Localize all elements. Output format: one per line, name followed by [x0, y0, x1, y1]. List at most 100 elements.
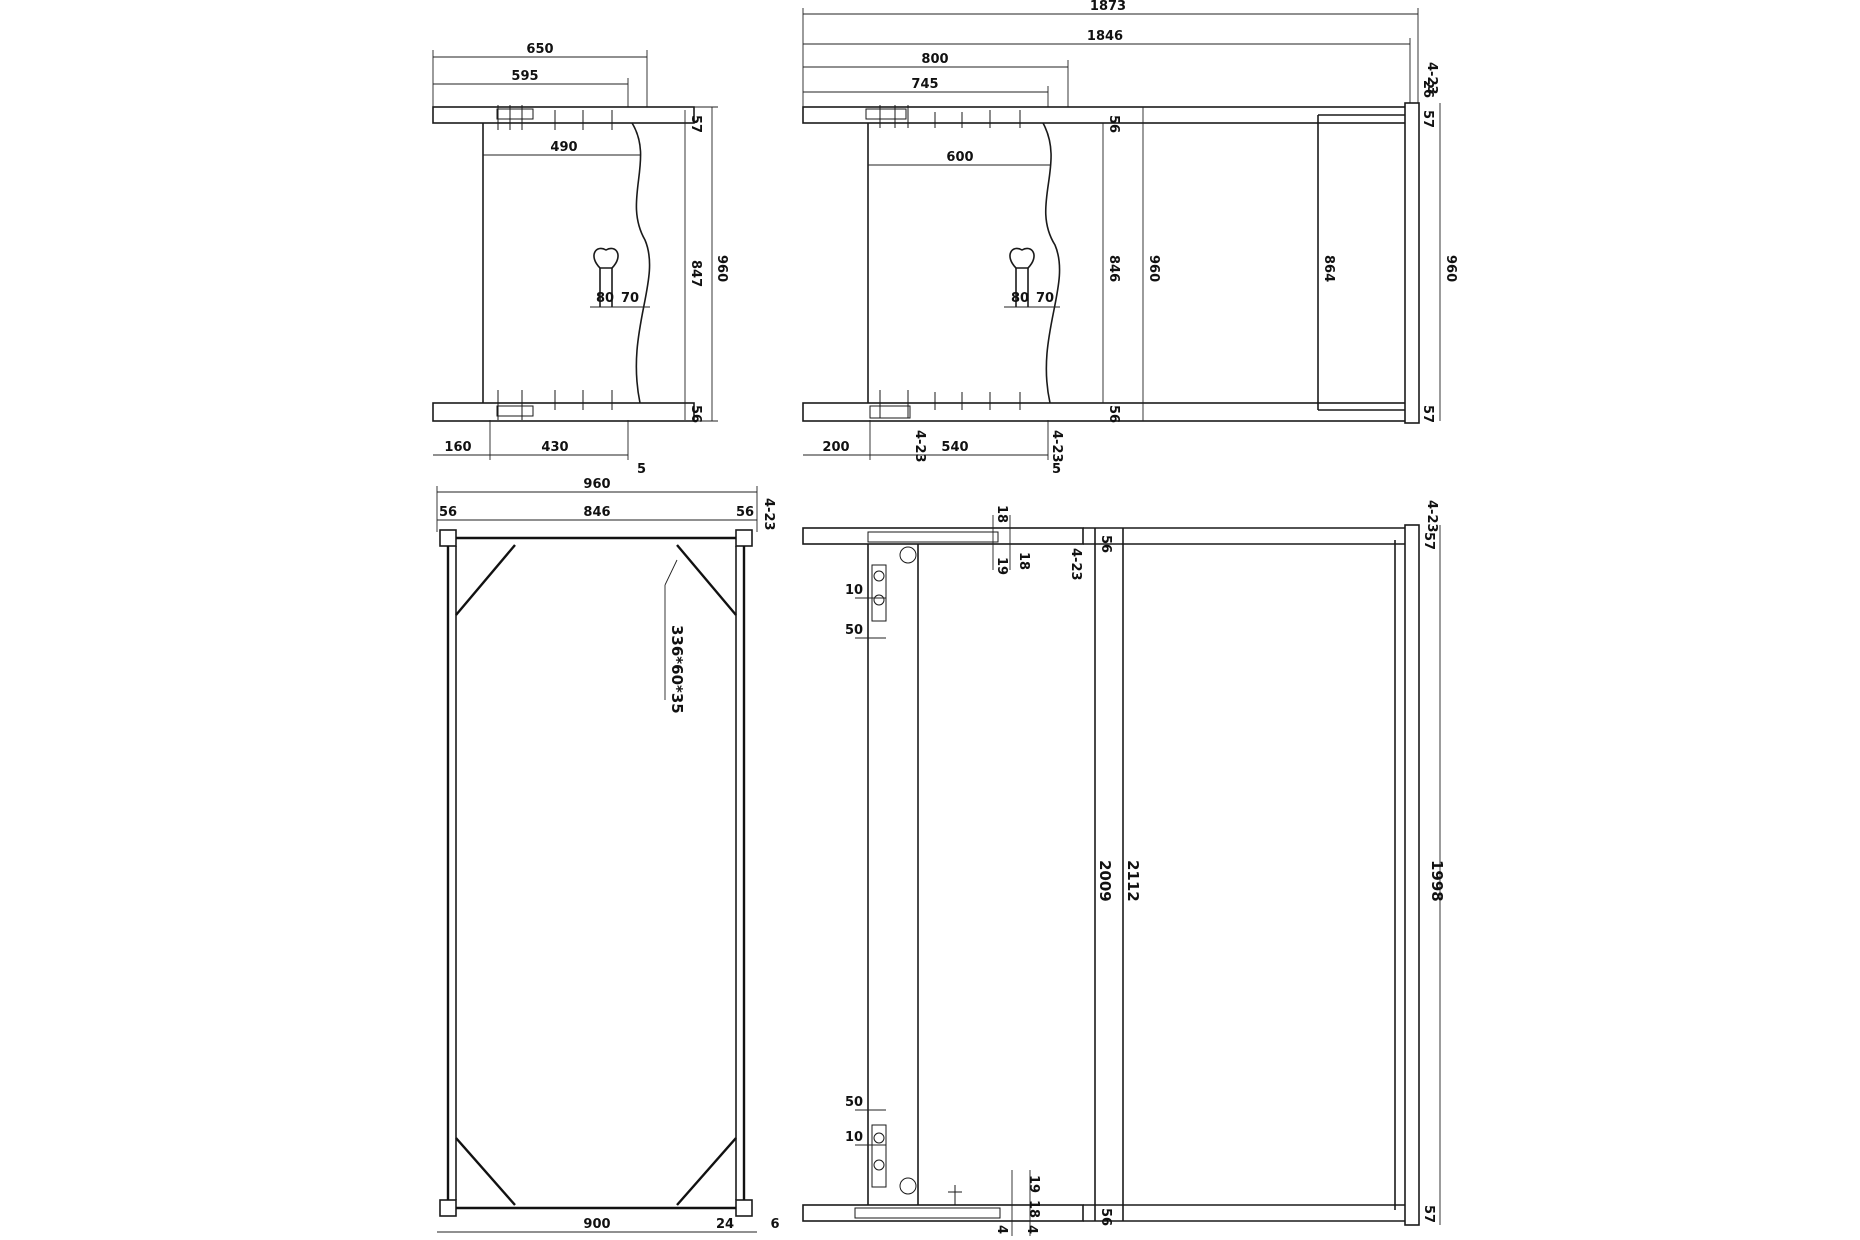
dim-70-label: 70	[1036, 291, 1054, 306]
hinge-pin	[873, 1159, 885, 1171]
dim-57b-label: 57	[1421, 1205, 1436, 1223]
dim-19b-label: 19	[1026, 1175, 1041, 1193]
dim-56b-label: 56	[736, 505, 754, 520]
dim-18b-label: 18	[1016, 552, 1031, 570]
dim-745-label: 745	[911, 77, 938, 92]
hinge-pin	[873, 570, 885, 582]
dim-57a-label: 57	[1420, 110, 1435, 128]
top-view-extended: 10 50 50 10 18 18 19 4-23 56 2009 2112 5…	[802, 500, 1446, 1236]
dim-423b-label: 4-23	[1424, 500, 1439, 533]
dim-56b-label: 56	[1098, 1208, 1113, 1226]
dim-960-label: 960	[714, 255, 729, 282]
dim-900-label: 900	[583, 1217, 610, 1232]
hinge-bracket	[496, 108, 534, 120]
dim-423-label: 4-23	[761, 498, 776, 531]
dim-200-label: 200	[822, 440, 849, 455]
dim-423a-label: 4-23	[1068, 548, 1083, 581]
end-post	[1404, 524, 1420, 1226]
hinge-pin	[873, 1132, 885, 1144]
wheel-icon	[899, 1177, 917, 1195]
dim-800-label: 800	[921, 52, 948, 67]
dim-4b-label: 4	[1024, 1225, 1039, 1234]
dim-80-label: 80	[1011, 291, 1029, 306]
wheel-icon	[899, 546, 917, 564]
corner-post	[735, 1199, 753, 1217]
slide-bracket	[867, 531, 999, 543]
brace-size-label: 336*60*35	[668, 625, 686, 714]
dim-56a-label: 56	[439, 505, 457, 520]
dim-864-label: 864	[1321, 255, 1336, 282]
dim-2009-label: 2009	[1096, 860, 1114, 902]
dim-847-label: 847	[688, 260, 703, 287]
dim-24-label: 24	[716, 1217, 734, 1232]
dim-18c-label: 18	[1026, 1200, 1041, 1218]
dim-1998-label: 1998	[1428, 860, 1446, 902]
hinge-bracket	[496, 405, 534, 417]
dim-57a-label: 57	[1421, 532, 1436, 550]
dim-160-label: 160	[444, 440, 471, 455]
heart-cutout	[1009, 247, 1035, 269]
dim-595-label: 595	[511, 69, 538, 84]
bottom-rail	[802, 1204, 1084, 1222]
dim-56a-label: 56	[1098, 535, 1113, 553]
dim-50a-label: 50	[845, 623, 863, 638]
dim-80-label: 80	[596, 291, 614, 306]
corner-post	[439, 1199, 457, 1217]
hinge-plate	[871, 564, 887, 622]
dim-846-label: 846	[1106, 255, 1121, 282]
dim-2112-label: 2112	[1124, 860, 1142, 902]
dim-423c-label: 4-23	[1049, 430, 1064, 463]
dim-1873-label: 1873	[1090, 0, 1126, 14]
corner-brace	[676, 1137, 737, 1206]
dim-26-label: 26	[1420, 80, 1435, 98]
dim-10a-label: 10	[845, 583, 863, 598]
dim-846-label: 846	[583, 505, 610, 520]
dim-423a-label: 4-23	[1424, 62, 1439, 95]
dim-18a-label: 18	[994, 505, 1009, 523]
dim-57b-label: 57	[1420, 405, 1435, 423]
dim-57-label: 57	[688, 115, 703, 133]
break-line	[631, 122, 651, 404]
hinge-plate	[871, 1124, 887, 1188]
heart-cutout	[593, 247, 619, 269]
dim-960-label: 960	[1146, 255, 1161, 282]
dim-19a-label: 19	[994, 557, 1009, 575]
dim-70-label: 70	[621, 291, 639, 306]
corner-post	[735, 529, 753, 547]
side-view-extended: 1873 1846 800 745 600	[802, 0, 1458, 477]
hinge-pin	[873, 594, 885, 606]
hinge-bracket	[869, 405, 911, 419]
dim-423b-label: 4-23	[912, 430, 927, 463]
dim-650-label: 650	[526, 42, 553, 57]
dim-4a-label: 4	[994, 1225, 1009, 1234]
dim-600-label: 600	[946, 150, 973, 165]
dim-6-label: 6	[770, 1217, 779, 1232]
dim-56-label: 56	[688, 405, 703, 423]
dim-960b-label: 960	[1443, 255, 1458, 282]
side-view-small: 650 595 490 80 70	[432, 42, 729, 477]
dim-56b-label: 56	[1106, 405, 1121, 423]
dim-5-label: 5	[1052, 462, 1061, 477]
corner-brace	[455, 544, 516, 616]
dim-430-label: 430	[541, 440, 568, 455]
dim-50b-label: 50	[845, 1095, 863, 1110]
end-post	[1404, 102, 1420, 424]
hinge-bracket	[865, 108, 907, 120]
dim-540-label: 540	[941, 440, 968, 455]
slide-bracket	[854, 1207, 1001, 1219]
break-line	[1042, 122, 1061, 404]
corner-post	[439, 529, 457, 547]
dim-10b-label: 10	[845, 1130, 863, 1145]
corner-brace	[676, 544, 737, 616]
top-rail	[432, 106, 695, 124]
dim-490-label: 490	[550, 140, 577, 155]
corner-brace	[455, 1137, 516, 1206]
plan-view: 960 56 846 56 4-23 336*60*35 900 24 6	[436, 477, 780, 1233]
dim-1846-label: 1846	[1087, 29, 1123, 44]
dim-56a-label: 56	[1106, 115, 1121, 133]
dim-960-label: 960	[583, 477, 610, 492]
bottom-rail	[432, 402, 695, 422]
leader-line	[664, 559, 678, 586]
dim-5-label: 5	[637, 462, 646, 477]
